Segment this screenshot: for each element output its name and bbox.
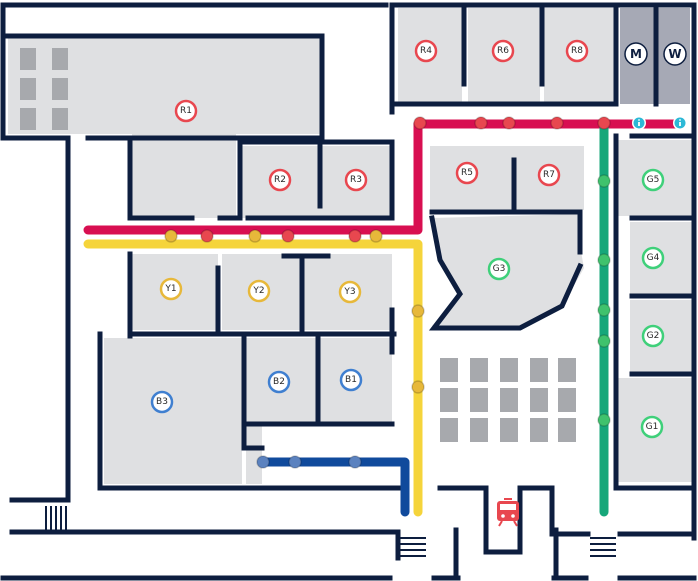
room-label-R2: R2 — [274, 175, 286, 185]
stop-red[interactable] — [200, 229, 214, 243]
room-label-G3: G3 — [493, 264, 506, 274]
room-marker-R7[interactable]: R7 — [537, 163, 561, 187]
stop-yellow[interactable] — [411, 304, 425, 318]
room-marker-G2[interactable]: G2 — [641, 324, 665, 348]
stop-yellow[interactable] — [164, 229, 178, 243]
room-marker-R2[interactable]: R2 — [268, 168, 292, 192]
room-marker-R8[interactable]: R8 — [565, 39, 589, 63]
men-restroom-icon[interactable]: M — [624, 42, 648, 66]
room-label-G1: G1 — [646, 422, 659, 432]
stop-blue[interactable] — [256, 455, 270, 469]
stop-green[interactable] — [597, 413, 611, 427]
room-label-B3: B3 — [156, 397, 168, 407]
room-marker-Y2[interactable]: Y2 — [247, 279, 271, 303]
room-marker-R6[interactable]: R6 — [491, 39, 515, 63]
stop-blue[interactable] — [348, 455, 362, 469]
room-marker-Y1[interactable]: Y1 — [159, 277, 183, 301]
stairs-bottom-right — [590, 537, 616, 557]
room-label-R1: R1 — [180, 106, 192, 116]
room-label-Y2: Y2 — [252, 286, 264, 296]
seating-left — [20, 48, 68, 130]
room-marker-R4[interactable]: R4 — [414, 39, 438, 63]
route-yellow[interactable] — [83, 239, 423, 517]
room-marker-R3[interactable]: R3 — [344, 168, 368, 192]
room-marker-B3[interactable]: B3 — [150, 390, 174, 414]
stairs-left — [45, 506, 67, 530]
stop-green[interactable] — [597, 174, 611, 188]
room-markers: R1 R2 R3 R4 R5 R6 R7 R8 Y1 Y2 Y3 — [150, 39, 665, 439]
route-red[interactable] — [83, 119, 687, 235]
room-marker-R1[interactable]: R1 — [174, 99, 198, 123]
room-marker-G4[interactable]: G4 — [641, 246, 665, 270]
room-marker-G3[interactable]: G3 — [487, 257, 511, 281]
seating-center — [440, 358, 576, 442]
room-marker-B1[interactable]: B1 — [339, 368, 363, 392]
stop-red[interactable] — [281, 229, 295, 243]
room-label-R4: R4 — [420, 46, 432, 56]
stop-red[interactable] — [348, 229, 362, 243]
stop-red[interactable] — [474, 116, 488, 130]
room-marker-B2[interactable]: B2 — [267, 370, 291, 394]
stop-red[interactable] — [413, 116, 427, 130]
room-label-Y3: Y3 — [343, 287, 355, 297]
route-blue[interactable] — [257, 457, 410, 517]
stop-yellow[interactable] — [411, 380, 425, 394]
room-marker-G1[interactable]: G1 — [640, 415, 664, 439]
room-label-Y1: Y1 — [164, 284, 176, 294]
stop-green[interactable] — [597, 253, 611, 267]
stop-red[interactable] — [502, 116, 516, 130]
stop-blue[interactable] — [288, 455, 302, 469]
stop-red[interactable] — [597, 116, 611, 130]
stop-red[interactable] — [550, 116, 564, 130]
women-restroom-letter: W — [668, 47, 681, 61]
info-icon[interactable] — [632, 116, 646, 130]
room-label-R7: R7 — [543, 170, 555, 180]
stairs-bottom-center — [400, 537, 426, 557]
room-R1-annex — [132, 134, 236, 218]
room-label-G2: G2 — [647, 331, 660, 341]
women-restroom-icon[interactable]: W — [663, 42, 687, 66]
room-marker-R5[interactable]: R5 — [455, 161, 479, 185]
train-icon[interactable] — [497, 498, 519, 527]
stop-green[interactable] — [597, 334, 611, 348]
room-B3[interactable] — [104, 338, 242, 484]
room-label-R5: R5 — [461, 168, 473, 178]
room-label-R8: R8 — [571, 46, 583, 56]
room-label-R6: R6 — [497, 46, 509, 56]
room-label-B1: B1 — [345, 375, 357, 385]
men-restroom-letter: M — [630, 47, 642, 61]
room-marker-G5[interactable]: G5 — [641, 168, 665, 192]
corridor-B-area — [246, 424, 262, 484]
room-label-B2: B2 — [273, 377, 285, 387]
stop-yellow[interactable] — [248, 229, 262, 243]
stop-yellow[interactable] — [369, 229, 383, 243]
room-label-R3: R3 — [350, 175, 362, 185]
room-label-G4: G4 — [647, 253, 660, 263]
route-stops — [164, 116, 611, 469]
room-marker-Y3[interactable]: Y3 — [338, 280, 362, 304]
info-icon[interactable] — [673, 116, 687, 130]
stop-green[interactable] — [597, 303, 611, 317]
room-label-G5: G5 — [647, 175, 660, 185]
